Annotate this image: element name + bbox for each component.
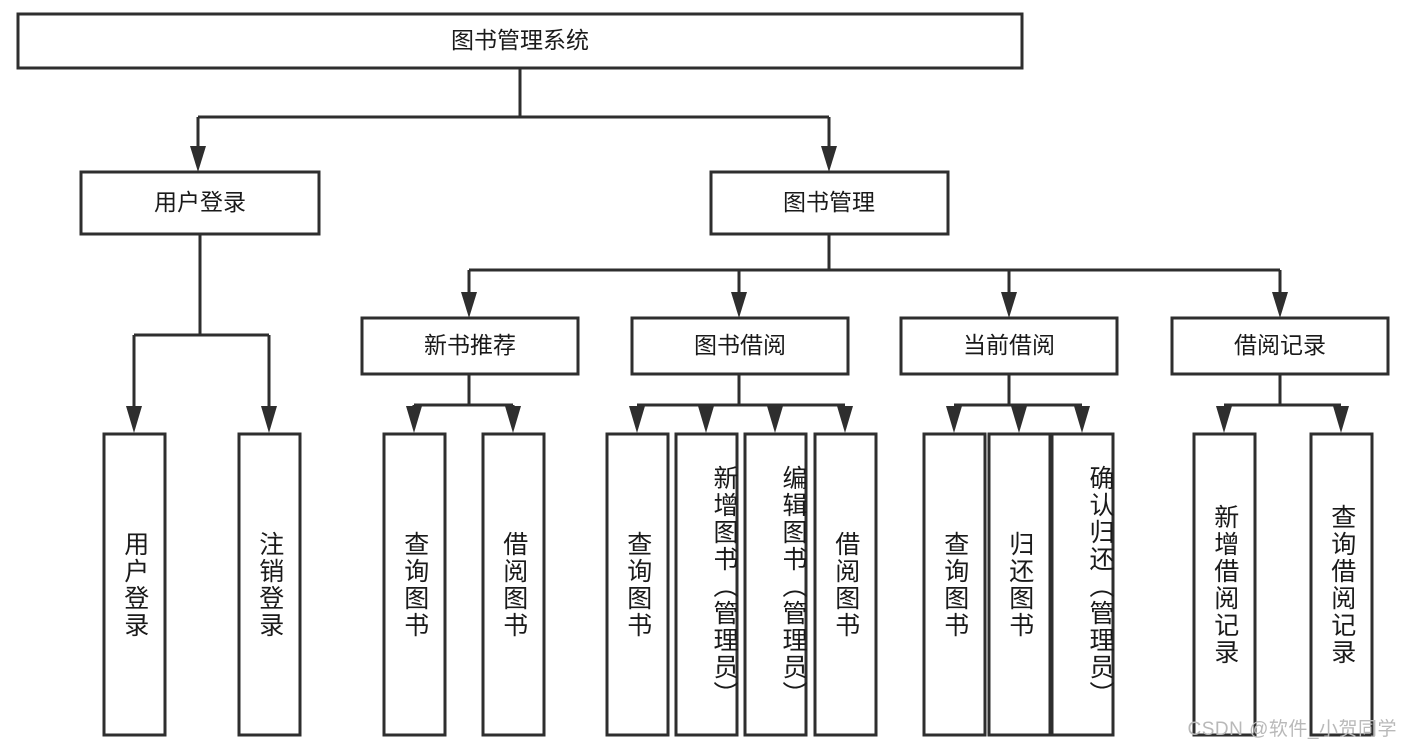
node-book-borrow-label: 图书借阅	[694, 332, 786, 358]
arrowhead-bookborrow-leaf-2	[698, 406, 714, 433]
connector-group-user-login	[126, 234, 277, 433]
node-new-book-recommend[interactable]: 新书推荐	[360, 316, 580, 376]
node-borrow-record-box[interactable]	[1170, 316, 1390, 376]
leaf-box-return-book[interactable]	[987, 432, 1052, 737]
leaf-box-add-book[interactable]	[674, 432, 739, 737]
arrowhead-newbook-leaf-2	[505, 406, 521, 433]
arrowhead-currentborrow-leaf-3	[1074, 406, 1090, 433]
node-user-login[interactable]: 用户登录	[79, 170, 321, 236]
node-book-manage-label: 图书管理	[783, 189, 875, 215]
leaf-box-query-book-c[interactable]	[922, 432, 987, 737]
node-new-book-recommend-label: 新书推荐	[424, 332, 516, 358]
arrowhead-to-book-borrow	[731, 292, 747, 318]
leaf-box-user-login[interactable]	[102, 432, 167, 737]
connector-group-new-book	[406, 374, 521, 433]
leaf-box-borrow-book-a[interactable]	[481, 432, 546, 737]
node-root-box[interactable]	[16, 12, 1024, 70]
node-root[interactable]: 图书管理系统	[16, 12, 1024, 70]
node-borrow-record-label: 借阅记录	[1234, 332, 1326, 358]
leaf-box-borrow-book-b[interactable]	[813, 432, 878, 737]
watermark-text: CSDN @软件_小贺同学	[1187, 719, 1397, 740]
arrowhead-bookborrow-leaf-3	[767, 406, 783, 433]
node-new-book-recommend-box[interactable]	[360, 316, 580, 376]
leaf-box-edit-book[interactable]	[743, 432, 808, 737]
leaf-box-add-record[interactable]	[1192, 432, 1257, 737]
connector-group-book-borrow	[629, 374, 853, 433]
arrowhead-leaf-logout	[261, 406, 277, 433]
arrowhead-currentborrow-leaf-1	[946, 406, 962, 433]
node-root-label: 图书管理系统	[451, 27, 589, 53]
node-current-borrow-box[interactable]	[899, 316, 1119, 376]
leaf-box-query-record[interactable]	[1309, 432, 1374, 737]
node-user-login-box[interactable]	[79, 170, 321, 236]
connector-group-book-manage	[461, 234, 1288, 318]
arrowhead-bookborrow-leaf-1	[629, 406, 645, 433]
arrowhead-to-book-manage	[821, 146, 837, 172]
arrowhead-leaf-user-login	[126, 406, 142, 433]
node-current-borrow[interactable]: 当前借阅	[899, 316, 1119, 376]
leaf-box-query-book-b[interactable]	[605, 432, 670, 737]
leaf-box-confirm-return[interactable]	[1050, 432, 1115, 737]
arrowhead-borrowrecord-leaf-2	[1333, 406, 1349, 433]
arrowhead-borrowrecord-leaf-1	[1216, 406, 1232, 433]
connector-group-borrow-record	[1216, 374, 1349, 433]
arrowhead-to-current-borrow	[1001, 292, 1017, 318]
arrowhead-to-borrow-record	[1272, 292, 1288, 318]
leaf-box-logout[interactable]	[237, 432, 302, 737]
node-book-manage[interactable]: 图书管理	[709, 170, 950, 236]
node-user-login-label: 用户登录	[154, 189, 246, 215]
arrowhead-currentborrow-leaf-2	[1011, 406, 1027, 433]
connector-group-current-borrow	[946, 374, 1090, 433]
arrowhead-bookborrow-leaf-4	[837, 406, 853, 433]
node-book-borrow[interactable]: 图书借阅	[630, 316, 850, 376]
arrowhead-to-user-login	[190, 146, 206, 172]
arrowhead-to-new-book	[461, 292, 477, 318]
connector-group-root	[190, 68, 837, 172]
arrowhead-newbook-leaf-1	[406, 406, 422, 433]
leaf-box-query-book-a[interactable]	[382, 432, 447, 737]
node-borrow-record[interactable]: 借阅记录	[1170, 316, 1390, 376]
node-current-borrow-label: 当前借阅	[963, 332, 1055, 358]
node-book-borrow-box[interactable]	[630, 316, 850, 376]
node-book-manage-box[interactable]	[709, 170, 950, 236]
